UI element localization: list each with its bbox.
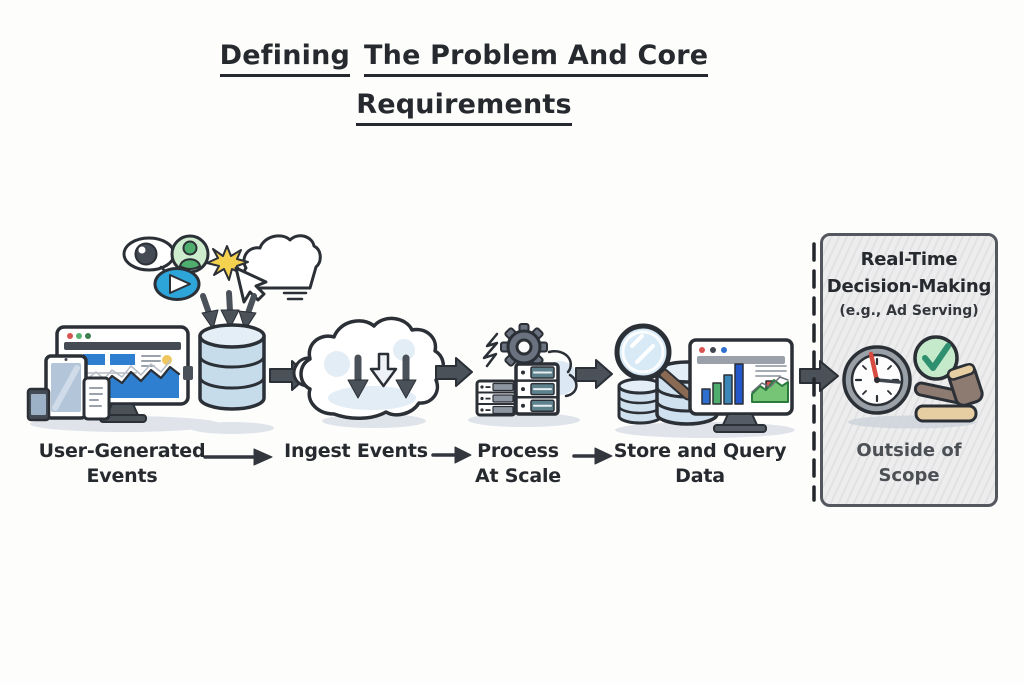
step-label-line: Data: [675, 465, 725, 487]
title-rest-line1: The Problem And Core: [364, 40, 709, 77]
scope-title-line1: Real-Time: [860, 249, 958, 270]
cloud-icon: [242, 234, 322, 301]
devices-icon: [26, 325, 274, 434]
scope-title-line2: Decision-Making: [826, 276, 992, 297]
server-racks-icon: [468, 323, 580, 427]
store-query-icon: [614, 323, 795, 438]
flow-arrow-icon: [269, 360, 309, 391]
step-label-line: Events: [86, 465, 158, 487]
flow-arrow-icon: [575, 359, 613, 389]
title-line-1: Defining The Problem And Core: [139, 36, 789, 77]
step-label-line: At Scale: [475, 465, 561, 487]
scope-footer-line1: Outside of: [856, 440, 962, 461]
user-avatar-icon: [170, 234, 210, 274]
magnifier-icon: [614, 323, 694, 401]
analytics-monitor-icon: [688, 338, 794, 433]
scope-subtitle: (e.g., Ad Serving): [839, 303, 979, 319]
flow-arrow-icon: [435, 357, 473, 387]
step-label-ingest-events: Ingest Events: [276, 439, 436, 464]
events-down-arrows-icon: [200, 290, 257, 331]
title-word-defining: Defining: [219, 40, 351, 77]
step-label-store-and-query-data: Store and Query Data: [609, 439, 791, 489]
step-label-process-at-scale: Process At Scale: [453, 439, 583, 489]
scribble-icon: [482, 332, 499, 368]
step-label-line: User-Generated: [38, 440, 206, 462]
play-button-icon: [153, 267, 201, 301]
step-label-user-generated-events: User-Generated Events: [17, 439, 227, 489]
step-label-line: Process: [477, 440, 559, 462]
database-icon: [198, 323, 266, 411]
title-word-requirements: Requirements: [356, 89, 572, 126]
scope-panel-footer: Outside of Scope: [822, 438, 996, 488]
scope-footer-line2: Scope: [878, 465, 940, 486]
step-label-line: Store and Query: [613, 440, 787, 462]
step-label-line: Ingest Events: [284, 440, 428, 462]
click-cursor-icon: [206, 245, 268, 304]
ingest-cloud-icon: [292, 316, 446, 428]
eye-icon: [122, 236, 176, 276]
gear-icon: [500, 323, 548, 371]
title-line-2: Requirements: [139, 85, 789, 126]
page-title: Defining The Problem And Core Requirement…: [139, 36, 789, 126]
scope-panel-title: Real-Time Decision-Making (e.g., Ad Serv…: [822, 246, 996, 322]
